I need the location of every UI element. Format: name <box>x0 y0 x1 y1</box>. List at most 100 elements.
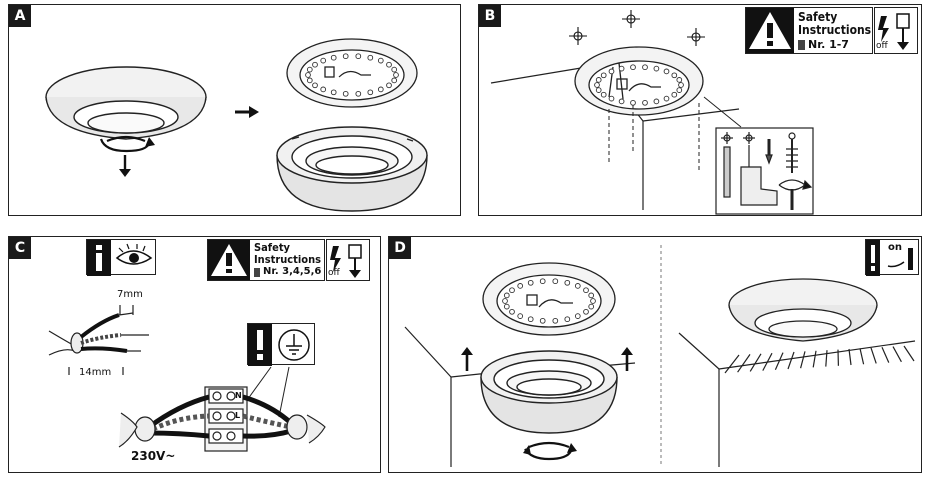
light-ray <box>892 346 902 363</box>
light-ray <box>800 351 806 369</box>
led-dot <box>642 64 648 71</box>
lamp-housing <box>480 350 618 434</box>
safety-instructions-box: Safety Instructions Nr. 1-7 <box>745 7 873 54</box>
led-dot <box>527 279 534 286</box>
stripped-cable <box>48 305 149 375</box>
led-dot <box>630 99 636 106</box>
panel-d: D <box>388 236 922 473</box>
light-ray <box>724 354 740 374</box>
manual-book-icon <box>798 40 805 50</box>
led-dot <box>342 53 349 60</box>
panel-a-illustration <box>45 38 428 212</box>
voltage-label: 230V~ <box>131 449 176 463</box>
led-dot <box>342 90 349 97</box>
led-dot <box>590 298 596 304</box>
cable-sheaths <box>118 412 326 448</box>
led-dot <box>355 90 362 97</box>
led-dot <box>564 279 571 286</box>
led-dot <box>386 82 392 89</box>
led-dot <box>678 82 684 88</box>
light-ray <box>749 353 762 372</box>
panel-b: B <box>478 4 922 216</box>
light-ray <box>787 351 795 370</box>
led-dot <box>312 61 318 68</box>
led-dot <box>595 77 602 83</box>
power-off-box: off <box>874 7 918 54</box>
light-ray <box>881 346 890 363</box>
light-ray <box>903 345 915 362</box>
panel-b-illustration <box>490 10 814 215</box>
led-dot <box>377 86 384 93</box>
led-dot <box>552 317 559 324</box>
led-dot <box>600 91 607 98</box>
led-dot <box>306 77 313 84</box>
power-off-icon <box>878 13 910 50</box>
drill-guide-lines <box>608 103 700 171</box>
led-dot <box>517 283 524 289</box>
info-box <box>86 239 156 276</box>
light-rays <box>724 345 915 374</box>
terminal-l-label: L <box>235 411 241 420</box>
led-dot <box>320 86 327 93</box>
power-on-icon <box>866 240 913 276</box>
panel-c: C Safety Instructions Nr. 3,4,5,6 <box>8 236 381 473</box>
led-dot <box>539 278 546 285</box>
rotate-arrow-icon <box>99 135 155 153</box>
light-ray <box>825 350 828 367</box>
safety-numbers: Nr. 3,4,5,6 <box>263 266 322 277</box>
safety-title-line2: Instructions <box>798 23 872 37</box>
panel-c-label: C <box>9 237 31 259</box>
led-dot <box>653 98 660 105</box>
panel-b-label: B <box>479 5 501 27</box>
led-dot <box>588 292 595 299</box>
led-dot <box>355 53 362 60</box>
lamp-housing <box>276 126 428 212</box>
manual-book-icon <box>254 268 260 277</box>
led-dot <box>539 317 546 324</box>
right-arrow-icon <box>235 106 259 118</box>
safety-title-line2: Instructions <box>254 253 322 266</box>
panel-a: A <box>8 4 461 216</box>
led-dot <box>509 308 515 315</box>
terminal-n-label: N <box>235 391 242 400</box>
led-dot <box>391 66 398 73</box>
led-dot <box>663 68 670 75</box>
light-ray <box>848 348 852 366</box>
led-dot <box>588 303 595 310</box>
led-dot <box>502 298 508 304</box>
earth-warning-box <box>247 323 315 366</box>
led-dot <box>305 72 311 78</box>
off-label: off <box>328 268 340 278</box>
power-on-box: on <box>865 239 919 276</box>
terminal-block <box>204 386 248 452</box>
light-ray <box>859 348 865 365</box>
led-dot <box>595 87 602 93</box>
led-dot <box>663 95 670 102</box>
led-dot <box>330 54 337 61</box>
led-dot <box>393 72 399 78</box>
wiring-illustration <box>48 305 326 452</box>
panel-d-illustration <box>404 245 916 467</box>
led-dot <box>509 287 515 294</box>
led-dot <box>312 82 318 89</box>
lamp-on-ceiling <box>574 46 704 116</box>
led-board <box>482 262 616 336</box>
led-dot <box>676 87 683 93</box>
info-eye-icon <box>87 240 153 276</box>
led-dot <box>391 77 398 84</box>
tools-inset <box>715 127 814 215</box>
led-dot <box>527 316 534 323</box>
led-dot <box>503 303 510 310</box>
led-dot <box>618 98 625 105</box>
light-ray <box>870 347 877 364</box>
up-arrow-icon <box>461 347 473 371</box>
led-dot <box>306 66 313 73</box>
led-dot <box>583 287 589 294</box>
led-dot <box>608 68 615 75</box>
led-dot <box>386 61 392 68</box>
light-ray <box>812 350 817 368</box>
led-dot <box>377 57 384 64</box>
led-dot <box>600 72 607 79</box>
led-dot <box>642 99 648 106</box>
safety-instructions-box-c: Safety Instructions Nr. 3,4,5,6 <box>207 239 325 281</box>
